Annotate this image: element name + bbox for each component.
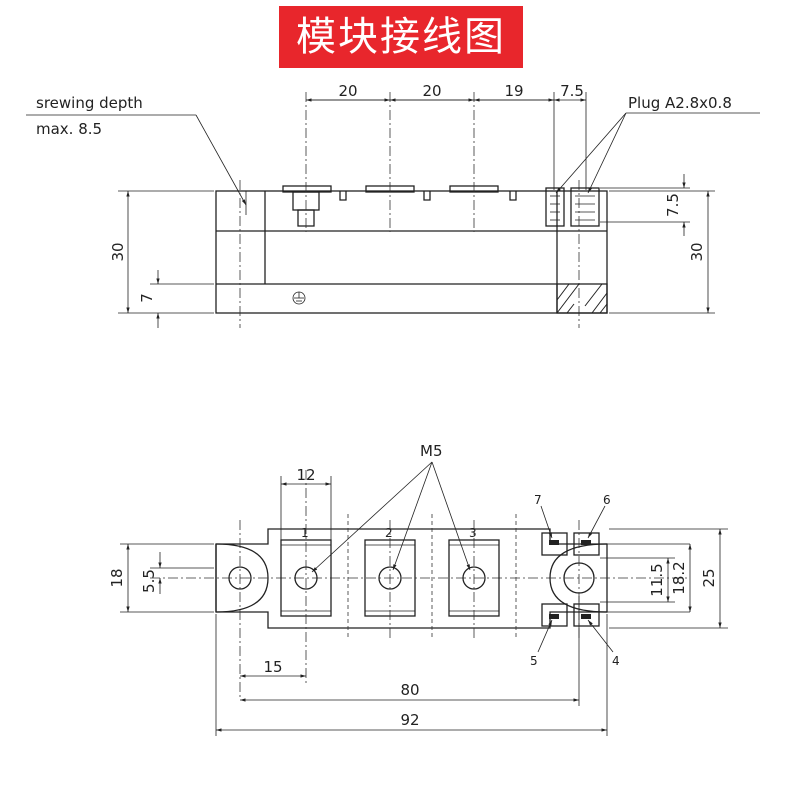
dim-height-right: 30 [688,242,706,261]
aux-pin-7: 7 [534,493,542,507]
screw-note-line2: max. 8.5 [36,120,102,138]
dim-pin-pitch-a: 11.5 [648,563,666,596]
terminal-label-3: 3 [469,526,477,540]
side-view: 20 20 19 7.5 srewing depth max. 8.5 Plug… [26,82,760,328]
plug-note: Plug A2.8x0.8 [628,94,732,112]
terminal-label-1: 1 [301,526,309,540]
dim-hole-offset: 5.5 [140,569,158,593]
screw-note-line1: srewing depth [36,94,143,112]
dim-top-4: 7.5 [560,82,584,100]
aux-pin-6: 6 [603,493,611,507]
side-body [215,190,608,314]
dim-top-1: 20 [338,82,357,100]
dim-mount-pitch: 80 [400,681,419,699]
dim-plug-height: 7.5 [664,193,682,217]
dim-overall-length: 92 [400,711,419,729]
dim-top-2: 20 [422,82,441,100]
top-outline [215,528,608,629]
dim-height-left: 30 [109,242,127,261]
dim-top-3: 19 [504,82,523,100]
terminal-label-2: 2 [385,526,393,540]
aux-pin-4: 4 [612,654,620,668]
dim-base-height: 7 [138,293,156,303]
dim-edge-offset: 15 [263,658,282,676]
aux-pin-5: 5 [530,654,538,668]
title-banner: 模块接线图 [279,6,523,68]
dim-pin-pitch-b: 18.2 [670,561,688,594]
dim-height-25: 25 [700,568,718,587]
top-view: 1 2 3 M5 12 7 6 5 4 18 [108,442,728,736]
screw-label: M5 [420,442,443,460]
dim-height-18: 18 [108,568,126,587]
dim-terminal-width: 12 [296,466,315,484]
